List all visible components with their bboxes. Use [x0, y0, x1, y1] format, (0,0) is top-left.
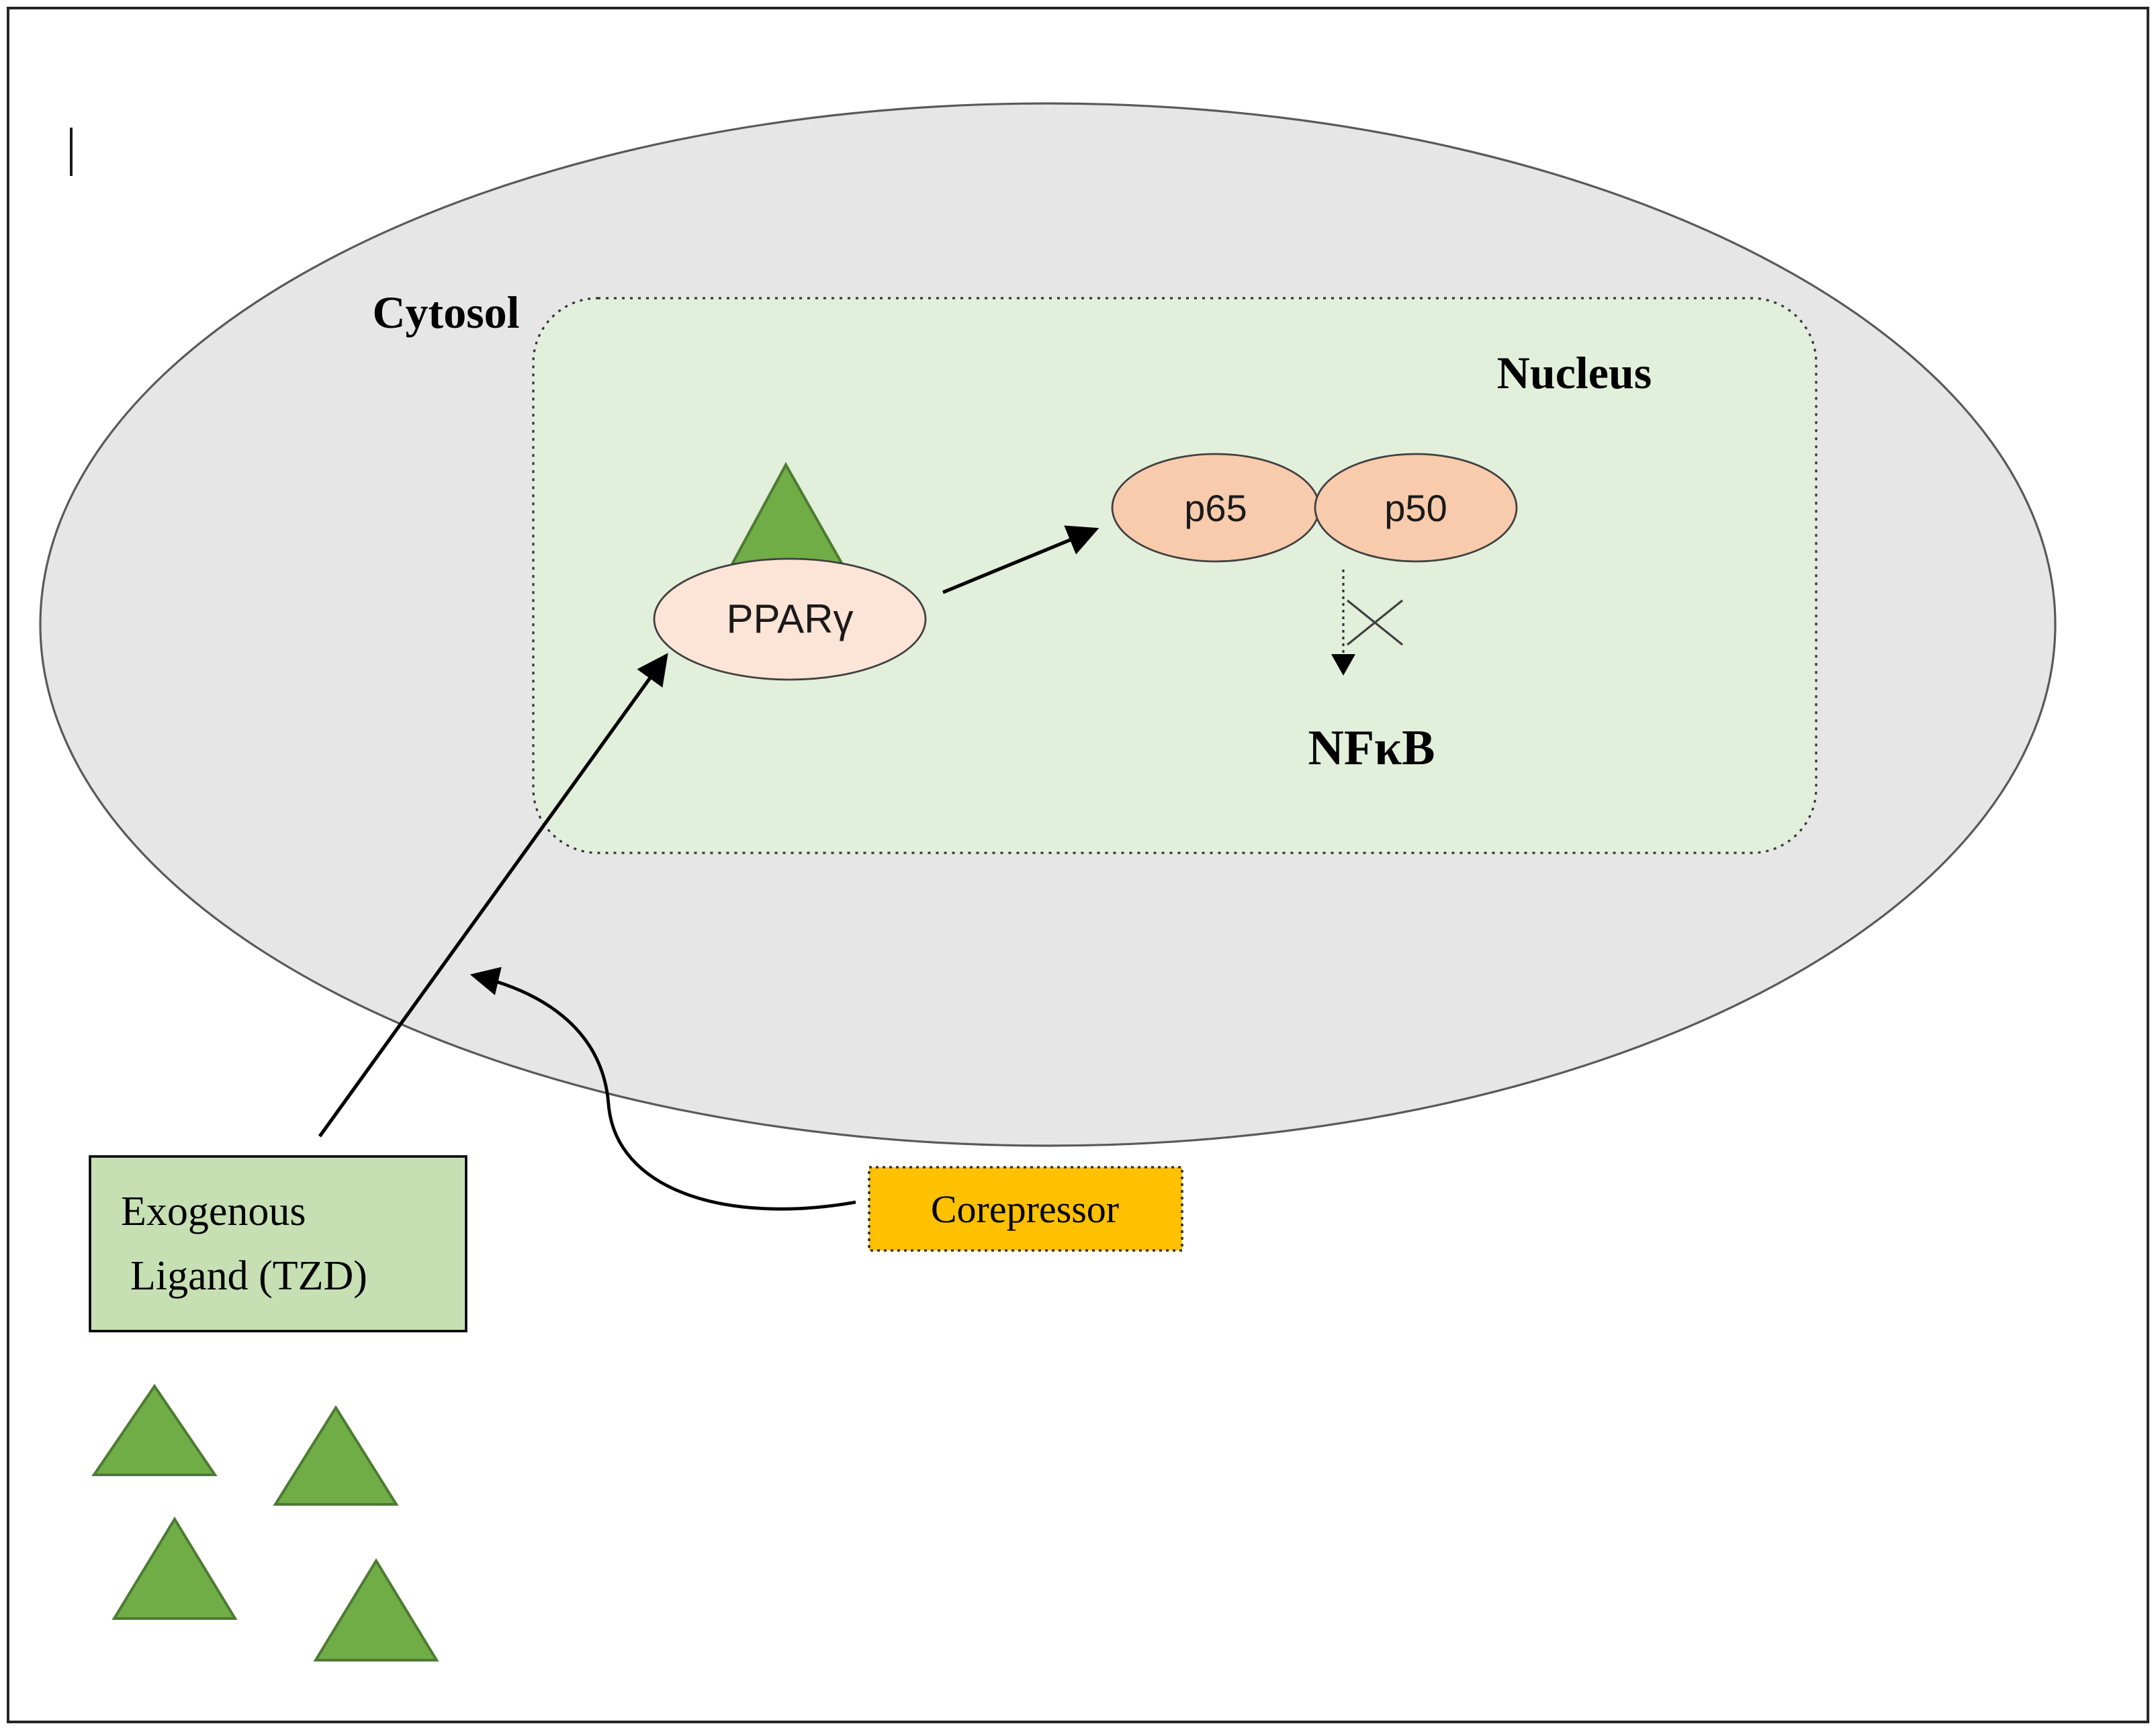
nucleus-label: Nucleus	[1497, 347, 1652, 398]
p50-subunit-ellipse	[1314, 453, 1518, 563]
ppar-gamma-label: PPARγ	[727, 596, 854, 641]
ppar-gamma-ellipse	[653, 557, 927, 681]
ligand-triangle-4-icon	[313, 1558, 439, 1661]
nucleus-region	[532, 297, 1817, 854]
ligand-to-ppar-arrow	[318, 653, 668, 1138]
nfkb-label: NFκB	[1308, 721, 1435, 776]
page-border	[7, 7, 2149, 1723]
free-ligand-triangles	[91, 1383, 439, 1661]
ligand-triangle-1-icon	[91, 1383, 218, 1476]
ligand-triangle-3-icon	[111, 1516, 238, 1620]
exogenous-ligand-label-line1: Exogenous	[121, 1189, 306, 1234]
activation-arrow	[942, 525, 1099, 594]
ligand-triangle-2-icon	[273, 1405, 399, 1506]
corepressor-label: Corepressor	[931, 1187, 1119, 1231]
inhibition-cross-icon	[1346, 599, 1404, 646]
corepressor-box	[868, 1166, 1183, 1252]
p65-label: p65	[1184, 487, 1247, 529]
exogenous-ligand-box	[89, 1155, 467, 1332]
cytosol-label: Cytosol	[372, 287, 519, 338]
inhibited-arrowhead-icon	[1331, 654, 1355, 676]
p50-label: p50	[1384, 487, 1447, 529]
exogenous-ligand-label-line2: Ligand (TZD)	[130, 1253, 367, 1299]
corepressor-release-arrow	[469, 966, 856, 1211]
